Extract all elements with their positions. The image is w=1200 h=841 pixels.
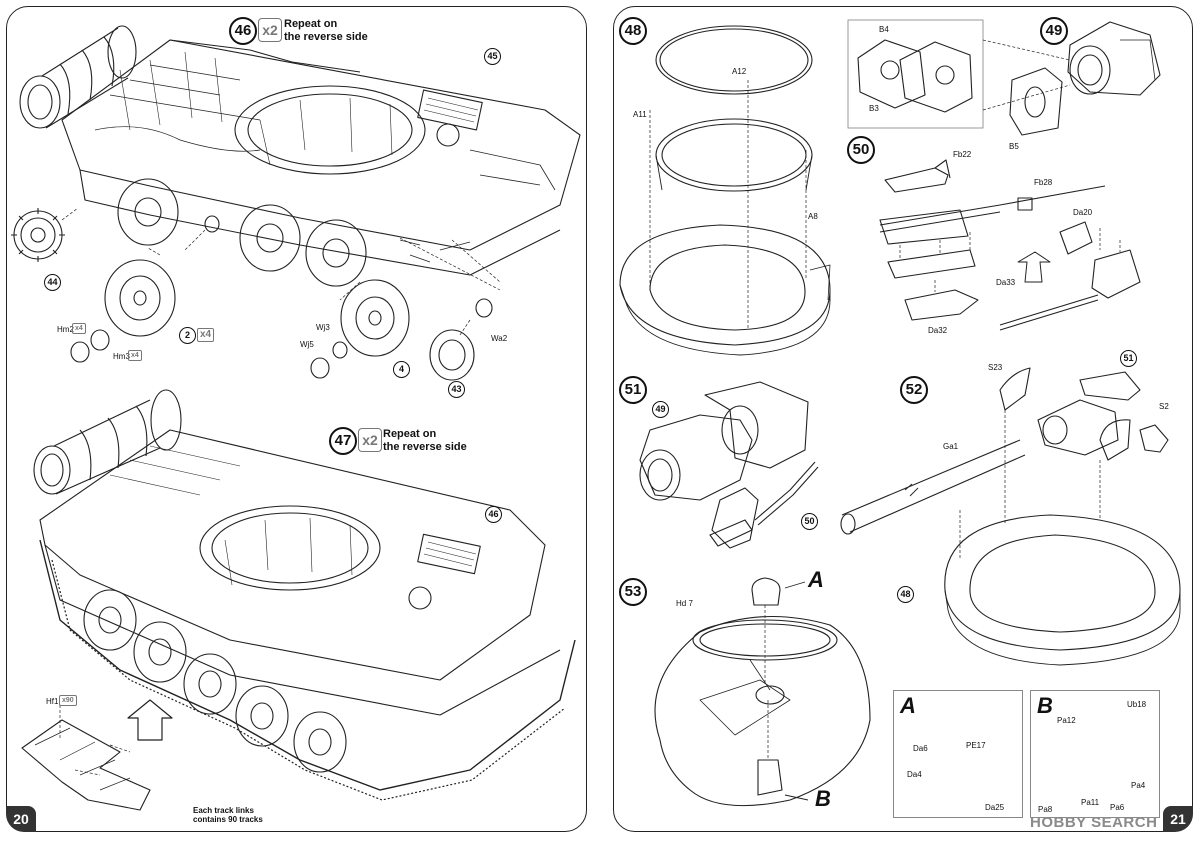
label-s23: S23: [988, 363, 1003, 372]
idler-43: [430, 330, 474, 380]
detail-b-box: B: [1030, 690, 1160, 818]
detail-b-letter: B: [1037, 693, 1053, 718]
ref-46: 46: [485, 506, 502, 523]
label-da20: Da20: [1073, 208, 1093, 217]
step-46-note-line2: the reverse side: [284, 31, 368, 43]
qty-hf1: x90: [59, 695, 77, 706]
label-b4: B4: [879, 25, 889, 34]
detail-a-box: A: [893, 690, 1023, 818]
label-a8: A8: [808, 212, 818, 221]
hull-47-wheels: [84, 590, 346, 772]
step-47-note-line2: the reverse side: [383, 441, 467, 453]
turret-53-drawing: [655, 578, 870, 806]
label-b3: B3: [869, 104, 879, 113]
label-fb22: Fb22: [953, 150, 972, 159]
label-da6: Da6: [913, 744, 928, 753]
qty-ref-2: x4: [197, 328, 215, 342]
label-hf1: Hf1: [46, 697, 59, 706]
step-50-number: 50: [847, 136, 875, 164]
label-pe17: PE17: [966, 741, 986, 750]
label-hm3: Hm3: [113, 352, 130, 361]
step-53-number: 53: [619, 578, 647, 606]
label-hd7: Hd 7: [676, 599, 693, 608]
label-a12: A12: [732, 67, 747, 76]
track-note-line2: contains 90 tracks: [193, 815, 263, 824]
callout-a: A: [808, 567, 824, 592]
mantlet-49-drawing: [848, 20, 1160, 135]
gun-52-drawing: [841, 368, 1180, 665]
ref-44: 44: [44, 274, 61, 291]
step-46-number: 46: [229, 17, 257, 45]
label-s2: S2: [1159, 402, 1169, 411]
label-ga1: Ga1: [943, 442, 959, 451]
step-52-number: 52: [900, 376, 928, 404]
step-47-multiplier: x2: [358, 428, 382, 452]
step-46-note: Repeat on the reverse side: [284, 18, 368, 44]
left-page: 20: [6, 6, 587, 832]
label-fb28: Fb28: [1034, 178, 1053, 187]
ref-51: 51: [1120, 350, 1137, 367]
label-b5: B5: [1009, 142, 1019, 151]
step-48-number: 48: [619, 17, 647, 45]
label-wj3: Wj3: [316, 323, 330, 332]
sprocket-44: [11, 208, 65, 262]
ref-50: 50: [801, 513, 818, 530]
label-da4: Da4: [907, 770, 922, 779]
mg-50-drawing: [880, 160, 1140, 330]
step-49-number: 49: [1040, 17, 1068, 45]
label-wa2: Wa2: [491, 334, 508, 343]
hull-47-drawing: [22, 390, 575, 810]
callout-b: B: [815, 786, 831, 811]
label-hm2: Hm2: [57, 325, 74, 334]
ref-2: 2: [179, 327, 196, 344]
ring-48-drawing: [620, 26, 830, 355]
hull-46-drawing: [11, 26, 580, 380]
wheel-4: [341, 280, 409, 356]
label-da32: Da32: [928, 326, 948, 335]
track-links-hf1: [22, 705, 150, 810]
ref-45: 45: [484, 48, 501, 65]
ref-49: 49: [652, 401, 669, 418]
step-47-number: 47: [329, 427, 357, 455]
step-46-multiplier: x2: [258, 18, 282, 42]
wheel-2: [105, 260, 175, 336]
track-note: Each track links contains 90 tracks: [193, 806, 263, 824]
label-pa6: Pa6: [1110, 803, 1125, 812]
step-46-note-line1: Repeat on: [284, 18, 338, 30]
watermark: HOBBY SEARCH: [1030, 814, 1158, 831]
label-pa11: Pa11: [1081, 798, 1100, 807]
label-da33: Da33: [996, 278, 1016, 287]
label-a11: A11: [633, 110, 647, 119]
hull-46-wheels: [118, 179, 366, 286]
label-da25: Da25: [985, 803, 1005, 812]
step-51-number: 51: [619, 376, 647, 404]
qty-hm3: x4: [128, 350, 142, 361]
fuel-drums-47: [34, 390, 181, 494]
step-47-note: Repeat on the reverse side: [383, 428, 467, 454]
step-47-note-line1: Repeat on: [383, 428, 437, 440]
label-ub18: Ub18: [1127, 700, 1147, 709]
label-pa12: Pa12: [1057, 716, 1076, 725]
track-note-line1: Each track links: [193, 806, 254, 815]
label-wj5: Wj5: [300, 340, 314, 349]
ref-4: 4: [393, 361, 410, 378]
qty-hm2: x4: [72, 323, 86, 334]
detail-a-letter: A: [900, 693, 916, 718]
assembly-51-drawing: [640, 382, 818, 548]
ref-48: 48: [897, 586, 914, 603]
ref-43: 43: [448, 381, 465, 398]
label-pa8: Pa8: [1038, 805, 1053, 814]
fuel-drums-46: [20, 26, 136, 128]
label-pa4: Pa4: [1131, 781, 1146, 790]
